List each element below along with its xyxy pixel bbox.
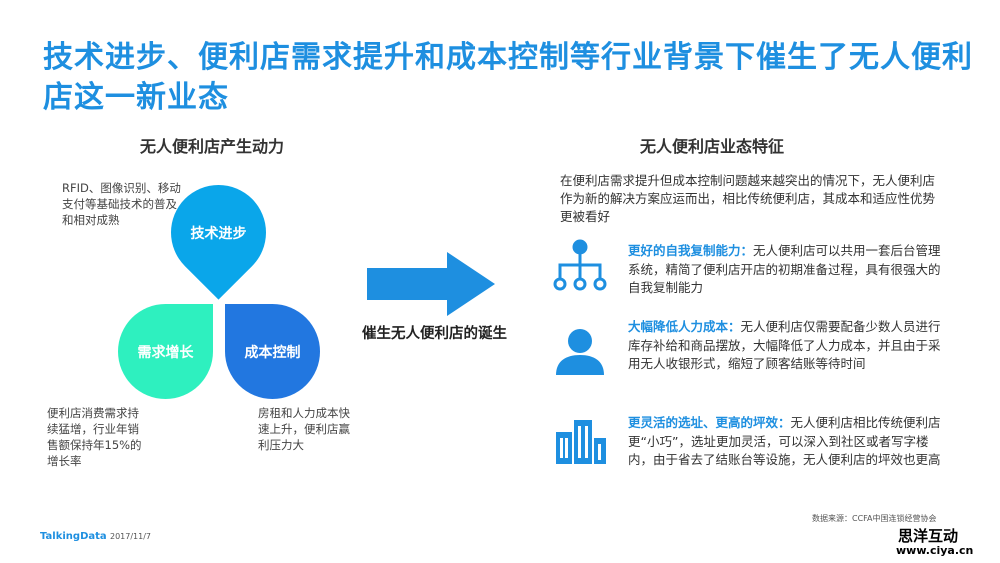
person-icon bbox=[556, 329, 604, 375]
date: 2017/11/7 bbox=[110, 532, 152, 541]
petal-demand-label: 需求增长 bbox=[137, 344, 194, 361]
hierarchy-icon bbox=[553, 239, 607, 291]
arrow-label: 催生无人便利店的诞生 bbox=[362, 326, 507, 342]
feature-replication: 更好的自我复制能力：无人便利店可以共用一套后台管理系统，精简了便利店开店的初期准… bbox=[628, 242, 948, 298]
feature-title: 更好的自我复制能力： bbox=[628, 243, 754, 258]
slide-title: 技术进步、便利店需求提升和成本控制等行业背景下催生了无人便利店这一新业态 bbox=[43, 40, 973, 115]
note-cost: 房租和人力成本快速上升，便利店赢利压力大 bbox=[258, 406, 350, 452]
feature-title: 更灵活的选址、更高的坪效： bbox=[628, 415, 791, 430]
petal-cost: 成本控制 bbox=[225, 304, 320, 399]
feature-location: 更灵活的选址、更高的坪效：无人便利店相比传统便利店更“小巧”，选址更加灵活，可以… bbox=[628, 414, 948, 470]
note-demand: 便利店消费需求持续猛增，行业年销售额保持年15%的增长率 bbox=[47, 406, 142, 468]
buildings-icon bbox=[556, 420, 606, 464]
petal-tech-label: 技术进步 bbox=[190, 225, 247, 242]
feature-title: 大幅降低人力成本： bbox=[628, 319, 741, 334]
left-heading: 无人便利店产生动力 bbox=[140, 137, 285, 156]
right-heading: 无人便利店业态特征 bbox=[640, 137, 785, 156]
petal-demand: 需求增长 bbox=[118, 304, 213, 399]
data-source: 数据来源：CCFA中国连锁经营协会 bbox=[812, 514, 937, 523]
watermark-url: www.ciya.cn bbox=[896, 544, 974, 557]
note-tech: RFID、图像识别、移动支付等基础技术的普及和相对成熟 bbox=[62, 181, 181, 227]
feature-labor: 大幅降低人力成本：无人便利店仅需要配备少数人员进行库存补给和商品摆放，大幅降低了… bbox=[628, 318, 948, 374]
brand-logo: TalkingData bbox=[40, 531, 107, 542]
intro-text: 在便利店需求提升但成本控制问题越来越突出的情况下，无人便利店作为新的解决方案应运… bbox=[560, 173, 936, 224]
feature-text: 无人便利店可以共用一套后台管理系统，精简了便利店开店的初期准备过程，具有很强大的… bbox=[628, 243, 941, 295]
petal-cost-label: 成本控制 bbox=[244, 344, 301, 361]
feature-text: 无人便利店仅需要配备少数人员进行库存补给和商品摆放，大幅降低了人力成本，并且由于… bbox=[628, 319, 941, 371]
arrow-right-icon bbox=[367, 252, 495, 316]
feature-text: 无人便利店相比传统便利店更“小巧”，选址更加灵活，可以深入到社区或者写字楼内，由… bbox=[628, 415, 941, 467]
watermark-cn: 思洋互动 bbox=[898, 527, 959, 545]
